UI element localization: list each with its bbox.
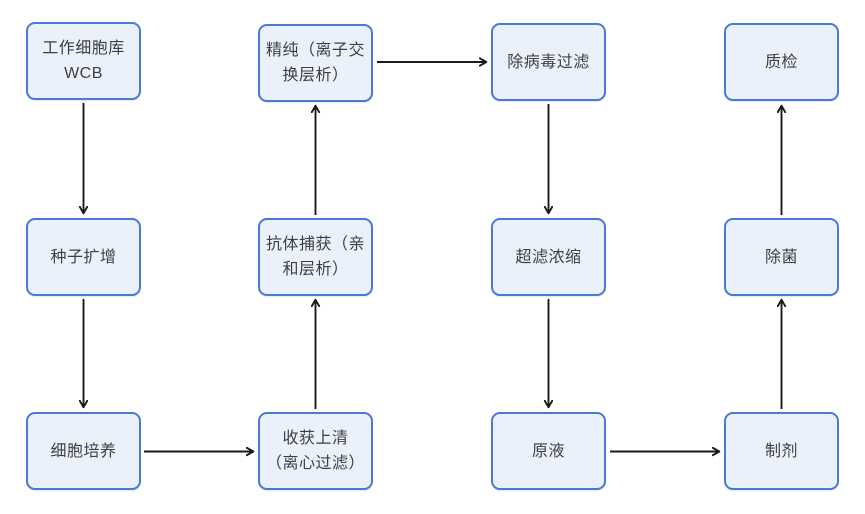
node-working-cell-bank-label: 工作细胞库 WCB — [42, 40, 125, 82]
node-working-cell-bank: 工作细胞库 WCB — [26, 22, 141, 100]
node-antibody-capture-label: 抗体捕获（亲 和层析） — [265, 236, 365, 278]
node-bulk-solution: 原液 — [491, 412, 606, 490]
node-sterile-filtration-label: 除菌 — [764, 248, 798, 266]
node-polishing-iex-label: 精纯（离子交 换层析） — [265, 42, 365, 84]
node-harvest-supernatant-label: 收获上清 （离心过滤） — [265, 430, 365, 472]
node-quality-control: 质检 — [724, 23, 839, 101]
node-antibody-capture: 抗体捕获（亲 和层析） — [258, 218, 373, 296]
node-formulation-label: 制剂 — [764, 442, 798, 460]
node-quality-control-label: 质检 — [764, 53, 798, 71]
node-formulation: 制剂 — [724, 412, 839, 490]
node-seed-expansion: 种子扩增 — [26, 218, 141, 296]
node-cell-culture: 细胞培养 — [26, 412, 141, 490]
node-ultrafiltration-label: 超滤浓缩 — [515, 248, 582, 266]
node-bulk-solution-label: 原液 — [531, 442, 565, 460]
node-viral-filtration: 除病毒过滤 — [491, 23, 606, 101]
node-seed-expansion-label: 种子扩增 — [50, 248, 117, 266]
node-harvest-supernatant: 收获上清 （离心过滤） — [258, 412, 373, 490]
node-polishing-iex: 精纯（离子交 换层析） — [258, 24, 373, 102]
node-ultrafiltration: 超滤浓缩 — [491, 218, 606, 296]
node-sterile-filtration: 除菌 — [724, 218, 839, 296]
node-cell-culture-label: 细胞培养 — [50, 442, 117, 460]
node-viral-filtration-label: 除病毒过滤 — [507, 53, 590, 71]
